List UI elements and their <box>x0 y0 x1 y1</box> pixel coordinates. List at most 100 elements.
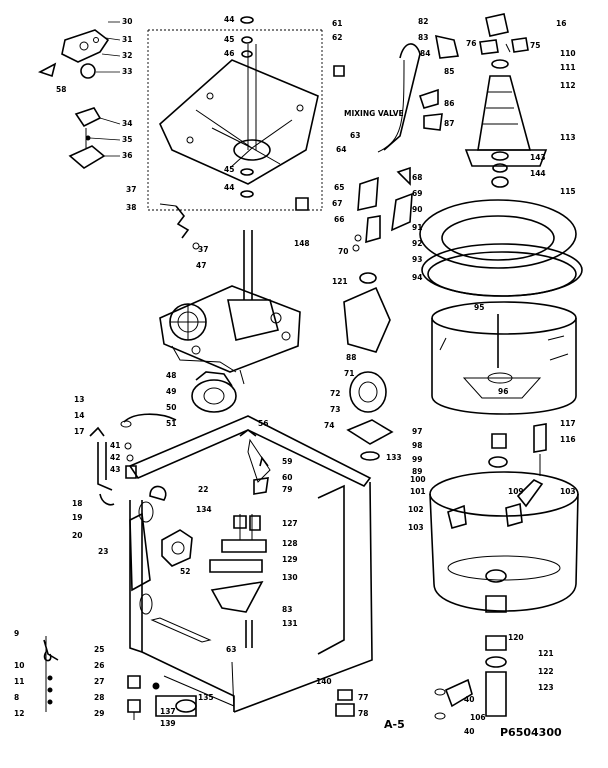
label-77: 77 <box>358 693 368 702</box>
label-60: 60 <box>282 473 292 482</box>
label-101: 101 <box>410 487 426 496</box>
label-135: 135 <box>198 693 214 702</box>
label-26: 26 <box>94 661 104 670</box>
transmission-assembly <box>159 230 301 373</box>
label-113: 113 <box>560 133 576 142</box>
label-62: 62 <box>332 33 342 42</box>
label-103a: 103 <box>408 523 424 532</box>
label-137: 137 <box>160 707 176 716</box>
label-110: 110 <box>560 49 576 58</box>
label-12: 12 <box>14 709 24 718</box>
label-83b: 83 <box>418 33 428 42</box>
label-67: 67 <box>332 199 342 208</box>
label-73: 73 <box>330 405 340 414</box>
label-37b: 37 <box>198 245 208 254</box>
label-75: 75 <box>530 41 540 50</box>
label-32: 32 <box>122 51 132 60</box>
label-71: 71 <box>344 369 354 378</box>
label-148: 148 <box>294 239 310 248</box>
label-42: 42 <box>110 453 120 462</box>
label-130: 130 <box>282 573 298 582</box>
label-127: 127 <box>282 519 298 528</box>
label-133: 133 <box>386 453 402 462</box>
label-88: 88 <box>346 353 356 362</box>
label-18: 18 <box>72 499 82 508</box>
label-139: 139 <box>160 719 176 728</box>
label-82a: 82 <box>418 17 428 26</box>
fitting-assembly <box>124 442 137 479</box>
label-87: 87 <box>444 119 454 128</box>
label-22: 22 <box>198 485 208 494</box>
outer-tub <box>429 471 579 612</box>
label-52: 52 <box>180 567 190 576</box>
label-47: 47 <box>196 261 206 270</box>
label-44b: 44 <box>224 183 234 192</box>
label-25: 25 <box>94 645 104 654</box>
label-122: 122 <box>538 667 554 676</box>
label-43: 43 <box>110 465 120 474</box>
label-38: 38 <box>126 203 136 212</box>
page-reference: A-5 <box>384 718 405 731</box>
label-86: 86 <box>444 99 454 108</box>
label-90: 90 <box>412 205 422 214</box>
drive-hub-assembly <box>488 423 547 476</box>
label-mixing-valve: MIXING VALVE <box>344 109 404 118</box>
label-41: 41 <box>110 441 120 450</box>
label-109: 109 <box>508 487 524 496</box>
label-59: 59 <box>282 457 292 466</box>
label-72: 72 <box>330 389 340 398</box>
label-65: 65 <box>334 183 344 192</box>
label-117: 117 <box>560 419 576 428</box>
label-121b: 121 <box>538 649 554 658</box>
drain-pump-assembly <box>434 595 507 720</box>
label-66: 66 <box>334 215 344 224</box>
label-37a: 37 <box>126 185 136 194</box>
label-61: 61 <box>332 19 342 28</box>
label-45a: 45 <box>224 35 234 44</box>
label-48: 48 <box>166 371 176 380</box>
label-95: 95 <box>474 303 484 312</box>
pump-assembly <box>191 369 245 413</box>
label-84: 84 <box>420 49 430 58</box>
label-97: 97 <box>412 427 422 436</box>
label-16: 16 <box>556 19 566 28</box>
label-10: 10 <box>14 661 24 670</box>
label-78: 78 <box>358 709 368 718</box>
label-91: 91 <box>412 223 422 232</box>
label-35: 35 <box>122 135 132 144</box>
base-plate-assembly <box>147 16 345 211</box>
label-120: 120 <box>508 633 524 642</box>
label-33: 33 <box>122 67 132 76</box>
label-34: 34 <box>122 119 132 128</box>
label-96: 96 <box>498 387 508 396</box>
label-40b: 40 <box>464 727 474 736</box>
label-45b: 45 <box>224 165 234 174</box>
label-29: 29 <box>94 709 104 718</box>
bracket-shaft-assembly <box>209 456 269 648</box>
label-36: 36 <box>122 151 132 160</box>
label-44a: 44 <box>224 15 234 24</box>
label-27: 27 <box>94 677 104 686</box>
label-140: 140 <box>316 677 332 686</box>
label-100: 100 <box>410 475 426 484</box>
label-69: 69 <box>412 189 422 198</box>
drain-hose-assembly <box>89 413 177 506</box>
cabinet-assembly <box>128 415 373 713</box>
label-112: 112 <box>560 81 576 90</box>
motor-pulley-assembly <box>161 529 193 567</box>
label-51: 51 <box>166 419 176 428</box>
motor-assembly <box>343 272 394 461</box>
switch-bracket-assembly <box>352 166 413 252</box>
label-85: 85 <box>444 67 454 76</box>
label-102: 102 <box>408 505 424 514</box>
label-40a: 40 <box>464 695 474 704</box>
label-93: 93 <box>412 255 422 264</box>
spin-basket <box>431 301 577 415</box>
label-111: 111 <box>560 63 576 72</box>
label-98: 98 <box>412 441 422 450</box>
label-56: 56 <box>258 419 268 428</box>
label-79: 79 <box>282 485 292 494</box>
control-bracket-assembly <box>37 21 121 169</box>
label-64: 64 <box>336 145 346 154</box>
label-115: 115 <box>560 187 576 196</box>
